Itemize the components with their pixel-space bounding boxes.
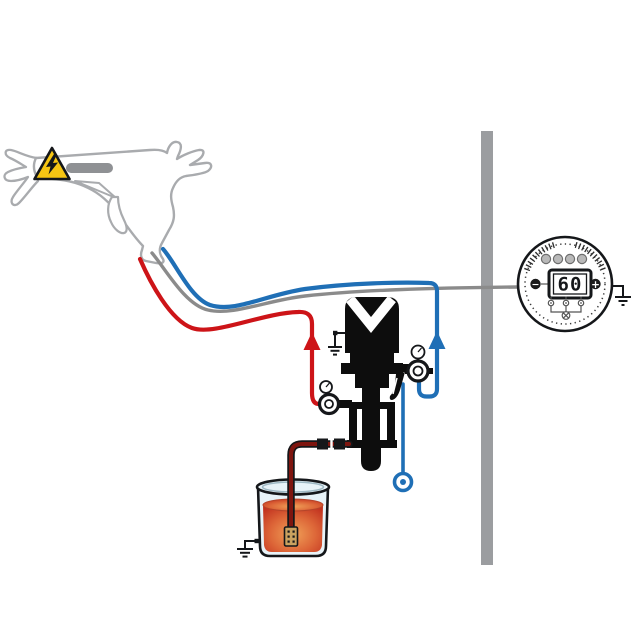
air-supply-dot-icon (400, 479, 406, 485)
booth-wall (481, 131, 493, 565)
air-regulator (405, 344, 433, 383)
pump (337, 297, 409, 471)
pump-crossbar (349, 402, 395, 409)
status-led (552, 253, 564, 265)
pump-tie-rod-right (387, 402, 395, 444)
suction-strainer (283, 526, 299, 547)
display-frame (552, 273, 588, 295)
ground-symbol-beaker (237, 538, 259, 558)
pump-neck (355, 374, 389, 388)
pump-column (362, 388, 380, 448)
pump-air-arm (389, 364, 409, 372)
air-hose (160, 246, 440, 399)
earth-ground-icon (612, 285, 624, 297)
spray-gun (3, 140, 213, 265)
fluid-hose (137, 256, 322, 407)
pump-flange (341, 363, 403, 374)
air-regulator-knob (406, 359, 430, 383)
lever-slot (392, 377, 398, 395)
minus-glyph: − (532, 279, 540, 290)
minus-button (530, 278, 541, 290)
hose-fitting (334, 438, 345, 450)
status-led (576, 253, 588, 265)
suction-hose (283, 436, 353, 547)
display-value: 60 (558, 274, 583, 296)
ground-symbol-pump (328, 330, 345, 356)
regulator-stub (428, 368, 433, 374)
terminal-diagram (547, 296, 585, 320)
motor-v-marking (346, 297, 396, 333)
gun-trigger (107, 195, 128, 235)
fluid-regulator-knob (317, 392, 341, 416)
hose-fitting (317, 438, 328, 450)
lightning-bolt-icon (46, 154, 58, 175)
power-controller: 60 − + (516, 235, 614, 333)
fluid-regulator (317, 380, 341, 416)
controller-dot-ring (524, 243, 606, 325)
tick-band-right (574, 242, 606, 272)
fluid-flow-arrow-icon (303, 332, 321, 350)
air-flow-arrow-icon (428, 331, 446, 349)
suction-hose-core (289, 442, 351, 530)
earth-ground-icon (244, 540, 257, 548)
plus-button (590, 278, 601, 290)
pump-section (350, 353, 394, 363)
air-supply-symbol (392, 471, 414, 493)
hose-bundle (137, 246, 520, 476)
gun-frame-cutout (74, 180, 117, 199)
status-led (540, 253, 552, 265)
pump-lower-flange (347, 440, 397, 448)
plus-glyph: + (591, 279, 600, 291)
pump-intake (361, 448, 381, 471)
pump-fluid-arm (337, 400, 352, 408)
status-led (564, 253, 576, 265)
gun-barrel (66, 163, 113, 173)
gun-cable (150, 251, 520, 313)
ground-symbol-controller (612, 285, 631, 306)
tick-band-left (524, 242, 556, 272)
air-cap-electrode (3, 148, 40, 207)
high-voltage-warning-icon (33, 146, 71, 181)
pump-tie-rod-left (349, 402, 357, 444)
status-led-row (540, 253, 588, 265)
gun-body (32, 140, 213, 265)
